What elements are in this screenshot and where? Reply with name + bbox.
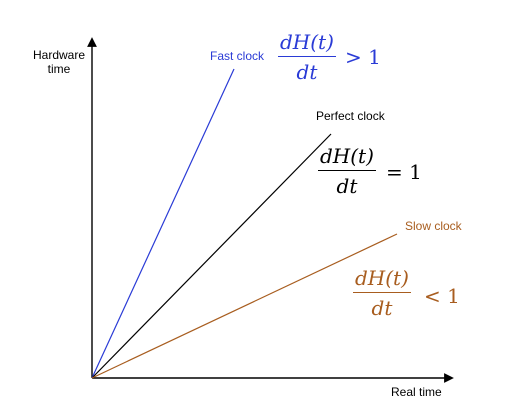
fast-clock-operator: > [345, 45, 362, 69]
y-axis-label-line1: Hardware [32, 48, 86, 62]
perfect-clock-value: 1 [409, 160, 422, 184]
perfect-clock-label: Perfect clock [316, 109, 385, 123]
perfect-clock-denominator: dt [336, 174, 358, 198]
perfect-clock-operator: = [386, 160, 403, 184]
slow-clock-numerator: dH(t) [355, 266, 409, 290]
fast-clock-relation: > 1 [345, 45, 381, 69]
slow-clock-value: 1 [447, 284, 460, 308]
slow-clock-relation: < 1 [424, 284, 460, 308]
perfect-clock-fraction: dH(t) dt [318, 144, 376, 198]
y-axis-label: Hardware time [28, 48, 90, 76]
slow-clock-fraction: dH(t) dt [353, 266, 411, 320]
fast-clock-fraction: dH(t) dt [278, 30, 336, 84]
fast-clock-label: Fast clock [210, 49, 265, 63]
fast-clock-value: 1 [368, 45, 381, 69]
fast-clock-numerator: dH(t) [280, 30, 334, 54]
fast-clock-denominator: dt [296, 60, 318, 84]
slow-clock-operator: < [424, 284, 441, 308]
slow-clock-label: Slow clock [405, 219, 462, 233]
perfect-clock-numerator: dH(t) [320, 144, 374, 168]
fast-clock-line [91, 68, 235, 379]
y-axis-label-line2: time [47, 62, 71, 76]
perfect-clock-relation: = 1 [386, 160, 422, 184]
slow-clock-denominator: dt [371, 296, 393, 320]
perfect-clock-line [91, 133, 332, 379]
x-axis-label: Real time [391, 385, 442, 399]
slow-clock-line [91, 233, 398, 379]
